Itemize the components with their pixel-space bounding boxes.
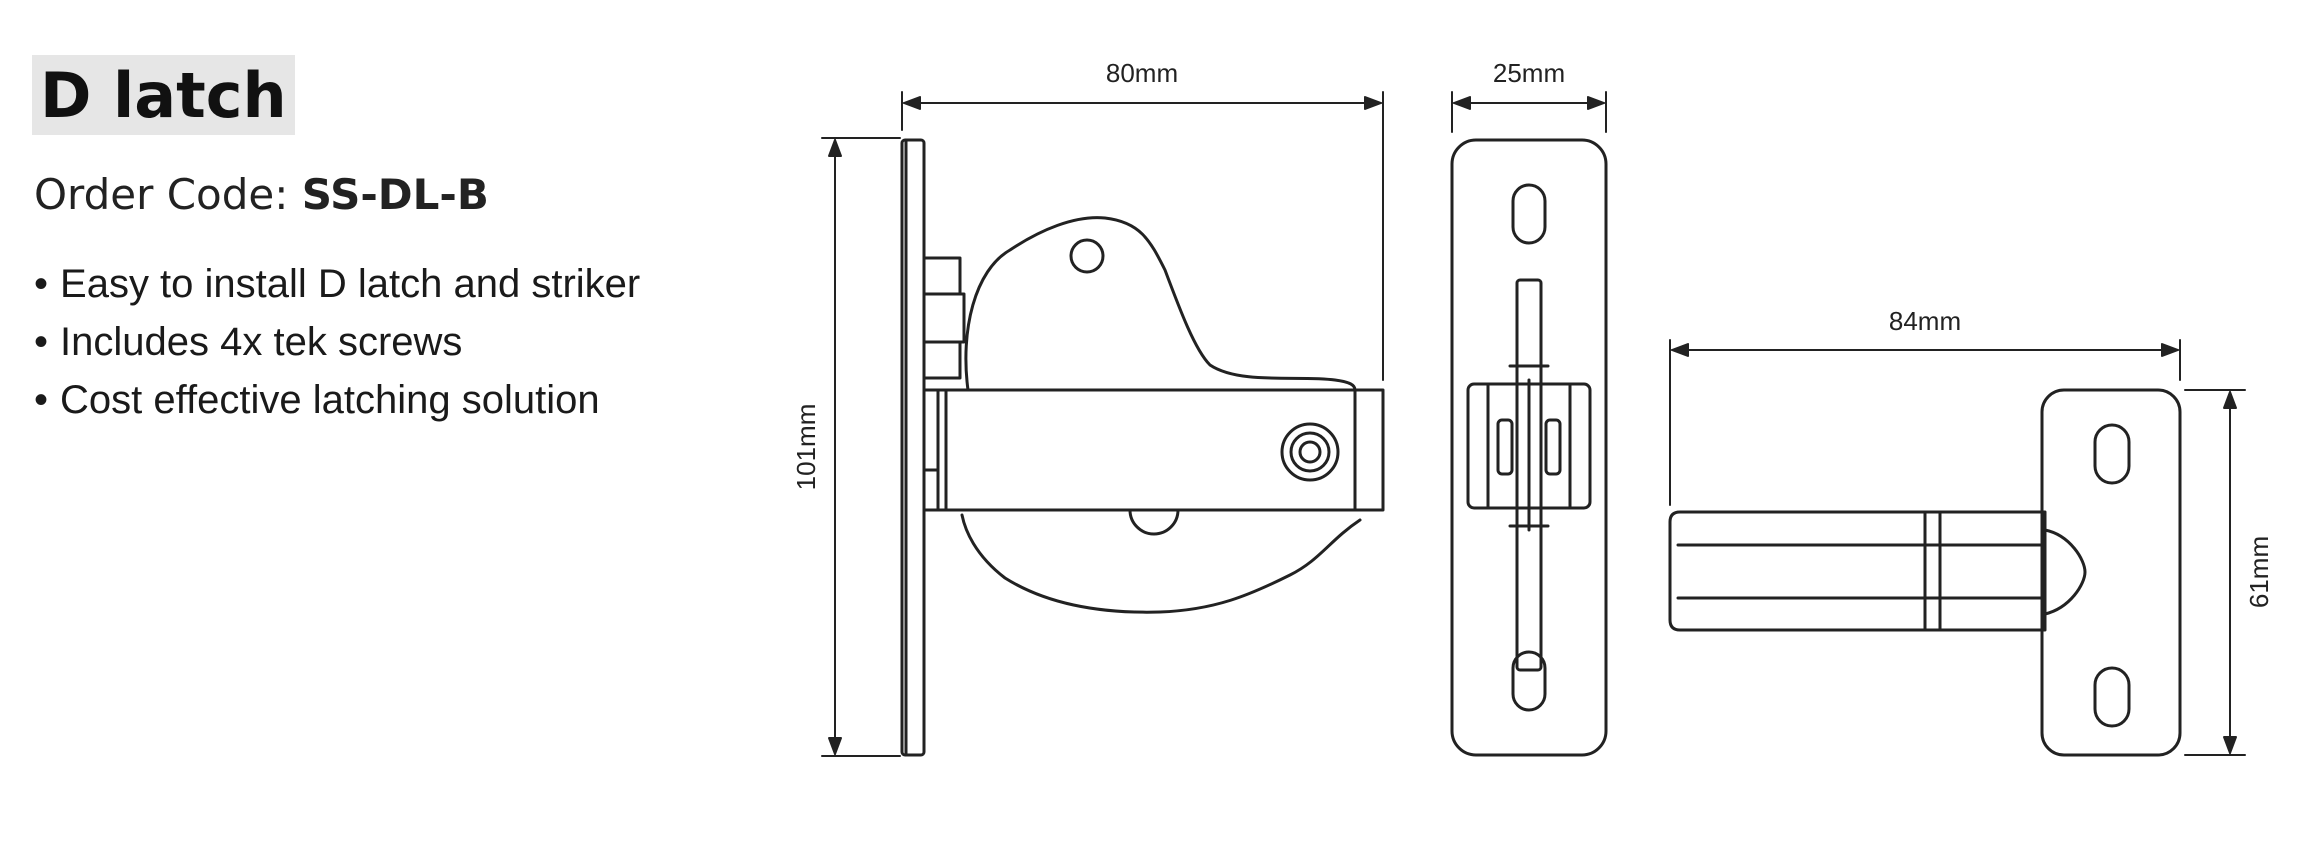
product-title: D latch	[40, 58, 287, 132]
latch-rivet-block	[922, 256, 962, 296]
front-slot-bottom	[1511, 650, 1547, 712]
striker-plate	[2040, 388, 2182, 757]
latch-front-view	[1450, 138, 1608, 757]
latch-d-handle	[960, 216, 1362, 614]
feature-list: Easy to install D latch and striker Incl…	[34, 255, 640, 429]
front-plate	[1450, 138, 1608, 757]
title-highlight: D latch	[32, 55, 295, 135]
front-latch-block	[1466, 382, 1592, 510]
dim-label-plate-width: 25mm	[1493, 58, 1565, 88]
dim-label-latch-width: 80mm	[1106, 58, 1178, 88]
striker-view	[1668, 388, 2182, 757]
striker-tip	[2043, 528, 2087, 616]
front-pin	[1515, 278, 1543, 672]
latch-rivet-block	[922, 468, 940, 512]
feature-item: Cost effective latching solution	[34, 371, 640, 429]
dim-label-striker-length: 84mm	[1889, 306, 1961, 336]
latch-bolt-guide	[922, 388, 948, 512]
striker-slot-bottom	[2093, 666, 2131, 728]
feature-item: Includes 4x tek screws	[34, 313, 640, 371]
striker-slot-top	[2093, 423, 2131, 485]
latch-rivet-block	[922, 340, 962, 380]
latch-knob-inner	[1289, 431, 1331, 473]
dim-label-latch-height: 101mm	[791, 404, 821, 491]
latch-handle-hole	[1069, 238, 1105, 274]
latch-side-view	[900, 138, 1385, 757]
order-code-value: SS-DL-B	[301, 170, 489, 219]
feature-item: Easy to install D latch and striker	[34, 255, 640, 313]
front-slot-top	[1511, 183, 1547, 245]
dim-label-striker-height: 61mm	[2244, 536, 2274, 608]
latch-pin-notch	[1128, 508, 1180, 536]
latch-knob-outer	[1280, 422, 1340, 482]
dimension-lines	[821, 91, 2246, 757]
latch-bolt-bar	[936, 388, 1385, 512]
latch-knob-center	[1298, 440, 1322, 464]
order-code-label: Order Code:	[34, 170, 289, 219]
striker-bar	[1668, 510, 2047, 632]
latch-rivet-block	[922, 292, 966, 344]
order-code-line: Order Code: SS-DL-B	[34, 170, 489, 219]
